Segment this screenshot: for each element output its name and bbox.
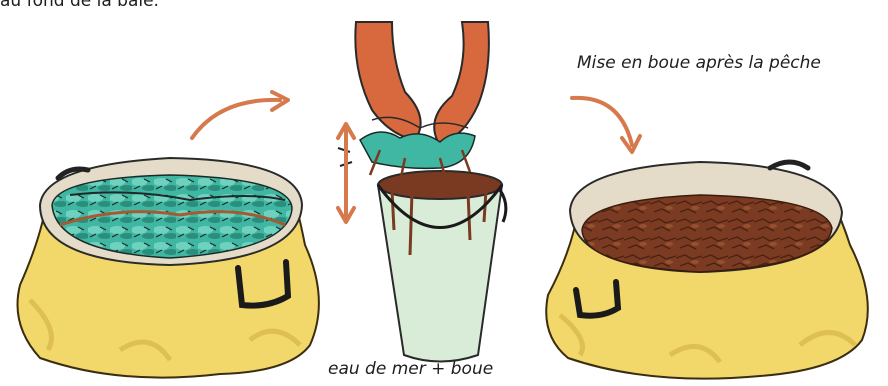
curved-arrow-icon — [572, 98, 640, 152]
curved-arrow-icon — [192, 92, 288, 138]
bucket — [378, 171, 506, 362]
bag-with-crabs — [18, 158, 319, 378]
gloved-hands-with-crabs — [338, 22, 489, 182]
bag-with-mud — [546, 162, 868, 379]
double-arrow-icon — [338, 124, 354, 222]
